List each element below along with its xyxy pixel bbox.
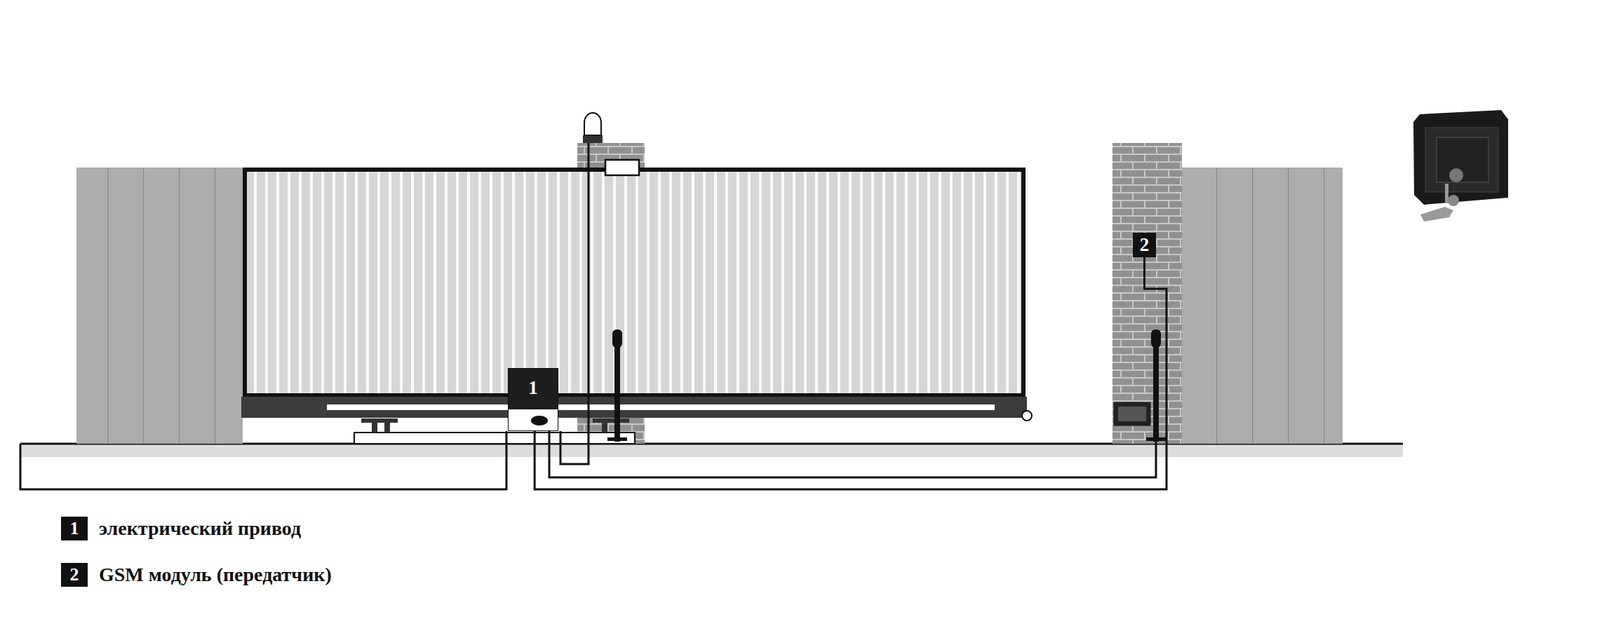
legend-text: электрический привод bbox=[98, 517, 301, 541]
base-plate bbox=[354, 432, 635, 445]
photocell bbox=[1151, 329, 1161, 348]
callout-number: 1 bbox=[528, 377, 539, 400]
legend-entry: 1 электрический привод bbox=[61, 516, 301, 541]
fence-right bbox=[1181, 167, 1343, 445]
end-roller bbox=[1022, 411, 1032, 421]
signal-cable bbox=[534, 257, 1167, 490]
gsm-module-callout: 2 bbox=[1132, 232, 1156, 258]
brick-pillar bbox=[1112, 143, 1182, 445]
post-foot bbox=[607, 437, 628, 442]
callout-number: 2 bbox=[70, 564, 80, 586]
photocell bbox=[612, 329, 623, 348]
callout-number: 2 bbox=[1139, 234, 1150, 257]
gate-leaf bbox=[244, 169, 1024, 396]
ground-band bbox=[20, 444, 1403, 458]
gate-rail bbox=[241, 397, 1027, 419]
lamp-base bbox=[582, 135, 603, 144]
photocell-post bbox=[1153, 332, 1159, 442]
antenna-box bbox=[605, 159, 640, 176]
legend-text: GSM модуль (передатчик) bbox=[98, 563, 332, 587]
callout-number: 1 bbox=[70, 518, 80, 540]
post-foot bbox=[1146, 437, 1166, 442]
drive-unit: 1 bbox=[507, 368, 559, 432]
photocell-post bbox=[614, 332, 621, 442]
key-switch bbox=[1413, 110, 1509, 222]
cable bbox=[20, 143, 1156, 490]
legend-number-box: 1 bbox=[61, 516, 88, 541]
drive-lens bbox=[530, 415, 548, 426]
fence-left bbox=[76, 167, 243, 445]
signal-lamp bbox=[584, 112, 602, 136]
legend-number-box: 2 bbox=[61, 563, 88, 588]
control-box bbox=[1113, 402, 1151, 426]
control-box-panel bbox=[1118, 406, 1147, 422]
legend-entry: 2 GSM модуль (передатчик) bbox=[61, 563, 332, 588]
rack-slot bbox=[326, 404, 995, 411]
